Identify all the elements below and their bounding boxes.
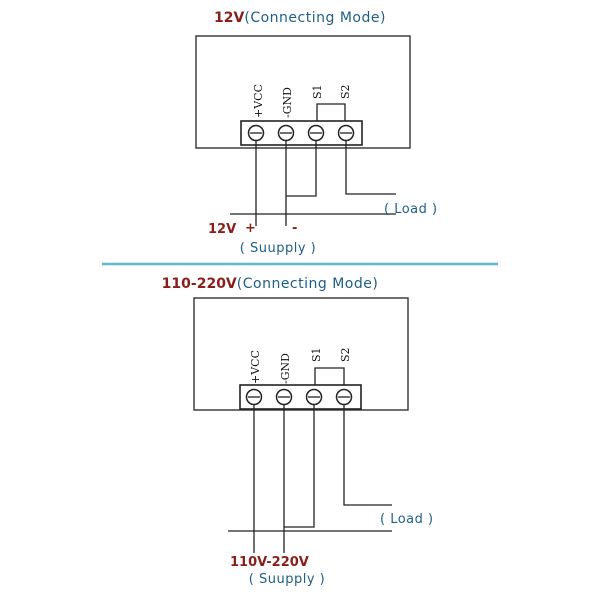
terminal-screw: [277, 124, 295, 142]
terminal-screw: [305, 388, 323, 406]
terminal-label-vcc: +VCC: [249, 350, 262, 384]
diagram-title: 12V(Connecting Mode): [214, 10, 386, 26]
title-mode: (Connecting Mode): [244, 10, 386, 26]
plus-mark: +: [245, 221, 256, 236]
terminal-screw: [337, 124, 355, 142]
title-voltage: 12V: [214, 10, 244, 26]
title-mode: (Connecting Mode): [237, 276, 379, 292]
supply-label: ( Suupply ): [249, 572, 325, 587]
load-label: ( Load ): [384, 202, 438, 217]
supply-voltage: 110V-220V: [230, 555, 309, 570]
diagram-110-220v: 110-220V(Connecting Mode) +VCC -GND S1 S…: [162, 276, 434, 587]
terminal-label-gnd: -GND: [279, 353, 292, 384]
terminal-screw: [247, 124, 265, 142]
terminal-screw: [335, 388, 353, 406]
diagram-title: 110-220V(Connecting Mode): [162, 276, 379, 292]
relay-contact: [314, 367, 345, 386]
title-voltage: 110-220V: [162, 276, 237, 292]
minus-mark: -: [292, 221, 297, 236]
terminal-screw: [307, 124, 325, 142]
terminal-screw: [245, 388, 263, 406]
terminal-label-s1: S1: [311, 84, 324, 99]
terminal-label-s1: S1: [310, 347, 323, 362]
wire-s2-load: [343, 405, 392, 506]
terminal-screw: [275, 388, 293, 406]
wire-s1: [284, 405, 315, 528]
relay-contact: [316, 103, 346, 122]
load-label: ( Load ): [380, 512, 434, 527]
terminal-label-vcc: +VCC: [252, 84, 265, 118]
wire-s1: [286, 141, 317, 197]
terminal-label-gnd: -GND: [281, 87, 294, 118]
supply-label: ( Suupply ): [240, 241, 316, 256]
supply-voltage: 12V: [208, 222, 236, 237]
terminal-label-s2: S2: [339, 84, 352, 99]
diagram-12v: 12V(Connecting Mode) +VCC -GND S1 S2 ( L…: [195, 10, 438, 256]
wire-s2-load: [345, 141, 396, 195]
terminal-label-s2: S2: [339, 347, 352, 362]
